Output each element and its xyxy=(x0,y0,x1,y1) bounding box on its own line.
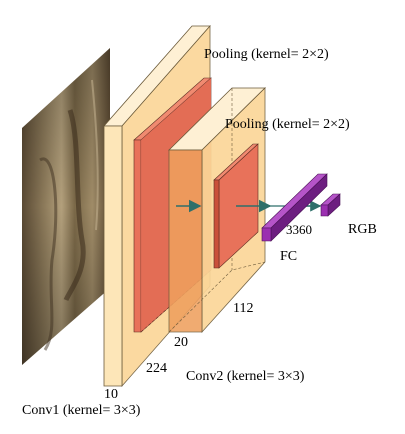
dim-112-label: 112 xyxy=(233,301,253,316)
conv1-label: Conv1 (kernel= 3×3) xyxy=(22,403,141,418)
fc-size-label: 3360 xyxy=(286,222,312,237)
conv2-label: Conv2 (kernel= 3×3) xyxy=(186,369,305,384)
rgb-output xyxy=(320,193,341,217)
fc-layer xyxy=(261,173,328,242)
dim-20-label: 20 xyxy=(174,335,188,350)
input-image xyxy=(22,48,110,365)
pool2-label: Pooling (kernel= 2×2) xyxy=(225,117,350,132)
dim-10-label: 10 xyxy=(104,387,118,402)
pool1-label: Pooling (kernel= 2×2) xyxy=(204,47,329,62)
dim-224-label: 224 xyxy=(146,361,167,376)
fc-label: FC xyxy=(280,249,297,264)
rgb-label: RGB xyxy=(348,222,377,237)
